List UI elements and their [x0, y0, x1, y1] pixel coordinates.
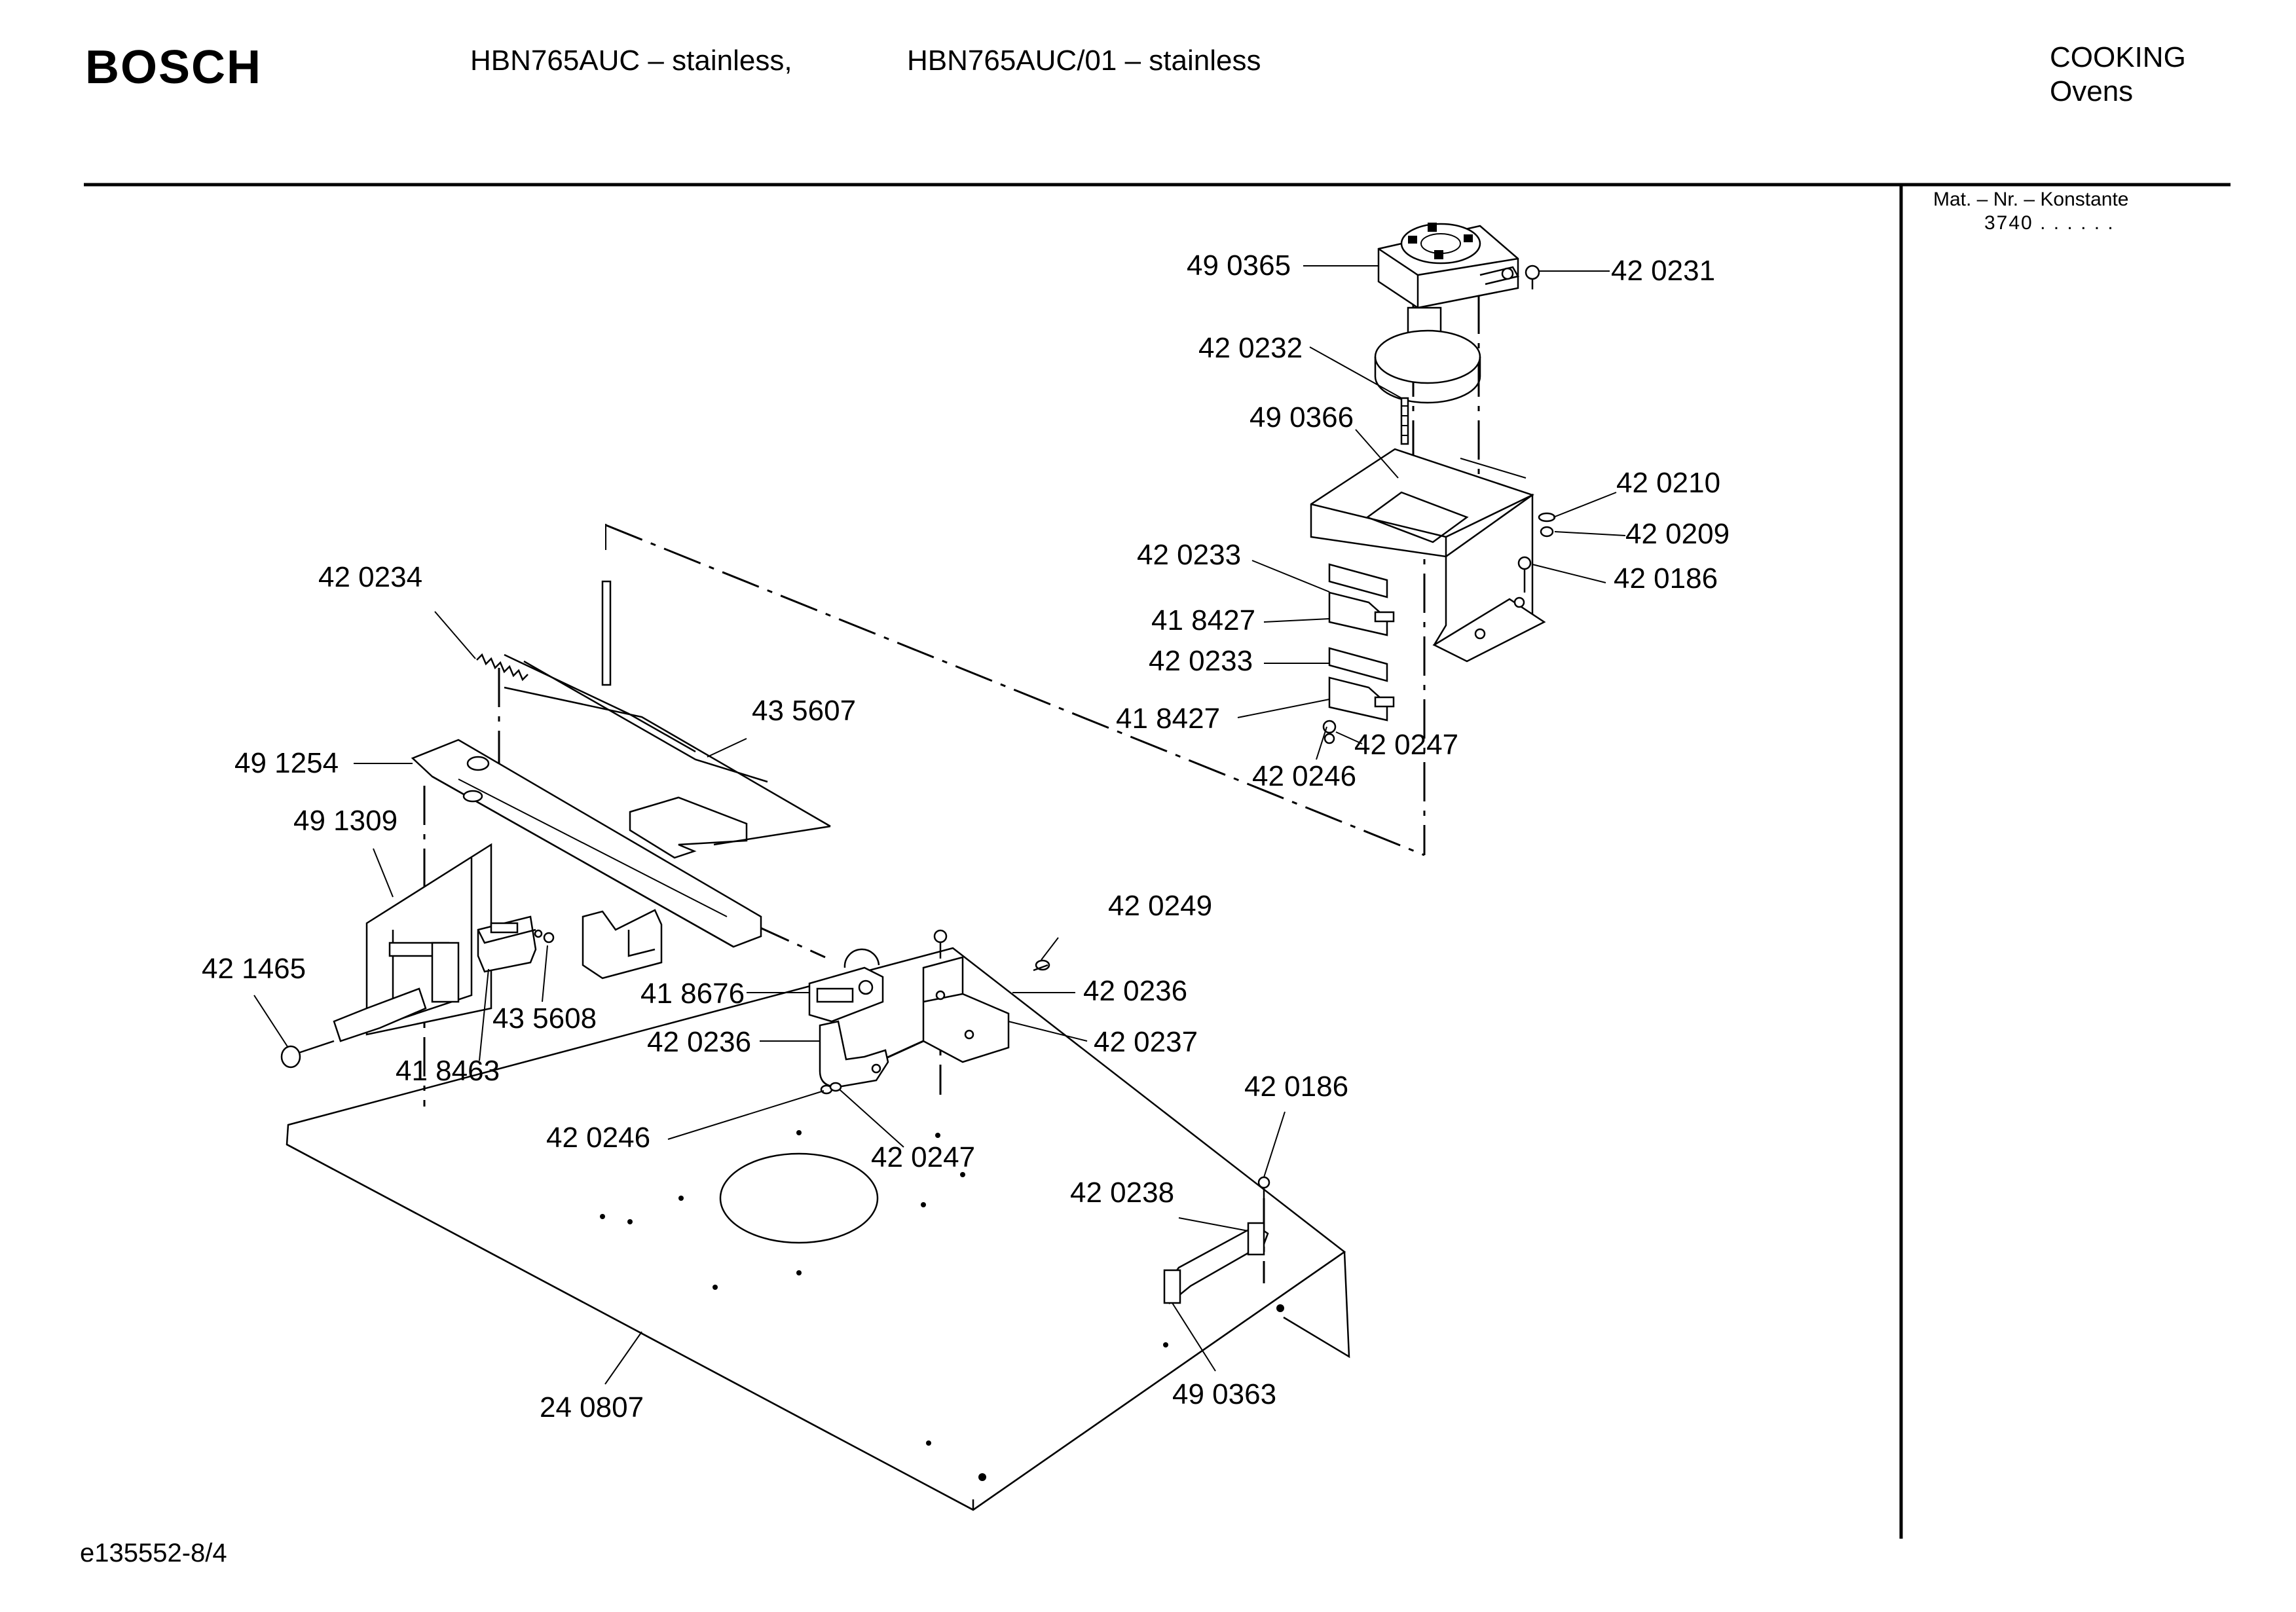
base-plate-cutout	[719, 1152, 879, 1244]
callout-491309: 49 1309	[293, 805, 398, 837]
callout-418676: 41 8676	[640, 978, 745, 1010]
brand-logo: BOSCH	[85, 41, 263, 94]
switch-41-8463	[477, 915, 555, 973]
category-label: COOKING	[2050, 41, 2186, 73]
callout-420209: 42 0209	[1625, 518, 1730, 550]
material-number-value: 3740 . . . . . .	[1984, 212, 2115, 234]
fasteners-right	[1517, 512, 1556, 593]
callout-420236-a: 42 0236	[647, 1026, 751, 1058]
callout-418427-a: 41 8427	[1151, 604, 1255, 636]
subcategory-label: Ovens	[2050, 75, 2134, 107]
callout-420247-bottom: 42 0247	[871, 1141, 975, 1173]
callout-435607: 43 5607	[752, 695, 856, 727]
callout-420236-b: 42 0236	[1083, 975, 1187, 1007]
callout-435608: 43 5608	[492, 1002, 597, 1035]
base-plate	[286, 947, 1350, 1511]
callout-240807: 24 0807	[540, 1391, 644, 1423]
microswitch-stack	[1322, 563, 1395, 744]
model-label-2: HBN765AUC/01 – stainless	[907, 45, 1261, 77]
document-id: e135552-8/4	[80, 1539, 227, 1567]
callout-490363: 49 0363	[1172, 1378, 1276, 1410]
latch-part	[582, 909, 663, 980]
screw-42-0231	[1525, 265, 1540, 289]
callout-420246-bottom: 42 0246	[546, 1122, 650, 1154]
callout-420237: 42 0237	[1094, 1026, 1198, 1058]
callout-420186-top: 42 0186	[1614, 562, 1718, 595]
callout-491254: 49 1254	[234, 747, 339, 779]
callout-418463: 41 8463	[396, 1055, 500, 1087]
callout-490366: 49 0366	[1250, 401, 1354, 433]
motor-assembly	[1374, 223, 1519, 404]
callout-420247-top: 42 0247	[1354, 729, 1458, 761]
lever-rod-43-5607	[504, 580, 831, 859]
door-switch-41-8676	[808, 948, 884, 1023]
callout-420232: 42 0232	[1198, 332, 1303, 364]
callout-420186-bottom: 42 0186	[1244, 1071, 1348, 1103]
mounting-bracket-42-0237	[922, 929, 1010, 1063]
callout-421465: 42 1465	[202, 953, 306, 985]
callout-420234: 42 0234	[318, 561, 422, 593]
callout-420210: 42 0210	[1616, 467, 1720, 499]
callout-labels: 49 0365 42 0231 42 0232 49 0366 42 0210 …	[202, 249, 1730, 1423]
motor-bracket	[1310, 448, 1546, 663]
callout-490365: 49 0365	[1187, 249, 1291, 282]
leader-lines	[253, 265, 1626, 1385]
callout-418427-b: 41 8427	[1116, 703, 1220, 735]
knob-42-1465	[280, 1040, 335, 1069]
material-number-heading: Mat. – Nr. – Konstante	[1933, 189, 2129, 210]
callout-420233-b: 42 0233	[1149, 645, 1253, 677]
callout-420231: 42 0231	[1611, 255, 1715, 287]
screw-42-0249	[1033, 959, 1050, 972]
bracket-49-0363	[1163, 1176, 1270, 1305]
spring-42-0234	[476, 653, 528, 682]
bracket-49-1309	[333, 843, 492, 1042]
callout-420249: 42 0249	[1108, 890, 1212, 922]
rail-49-1254	[411, 739, 762, 948]
screw-42-0232	[1400, 397, 1409, 445]
callout-420238: 42 0238	[1070, 1177, 1174, 1209]
callout-420233-a: 42 0233	[1137, 539, 1241, 571]
model-label-1: HBN765AUC – stainless,	[470, 45, 792, 77]
callout-420246-top: 42 0246	[1252, 760, 1356, 792]
